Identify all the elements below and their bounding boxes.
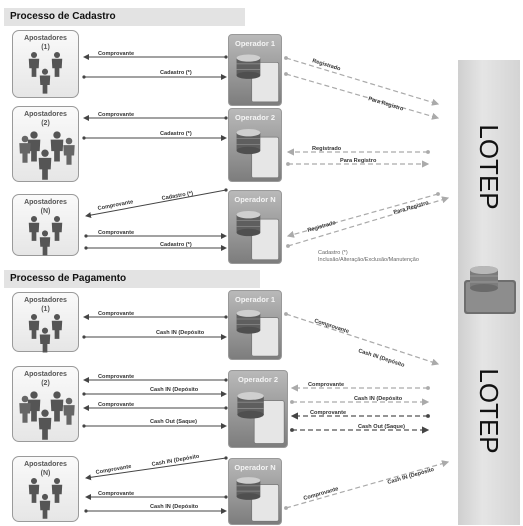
server-icon bbox=[236, 309, 280, 357]
server-icon bbox=[236, 128, 280, 179]
bettors-label: Apostadores(2) bbox=[24, 371, 67, 387]
operator-n: Operador N bbox=[228, 190, 282, 264]
arrow-para-registro bbox=[286, 196, 450, 248]
label-para-registro: Para Registro bbox=[367, 96, 404, 113]
operator-label: Operador 1 bbox=[234, 295, 275, 304]
operator-label: Operador N bbox=[234, 195, 276, 204]
operator-2: Operador 2 bbox=[228, 108, 282, 182]
label-comprovante: Comprovante bbox=[308, 382, 344, 388]
operator-label: Operador 2 bbox=[237, 375, 278, 384]
label-cash-in: Cash IN (Depósito bbox=[387, 467, 436, 486]
label-registrado: Registrado bbox=[307, 220, 337, 234]
bettors-label: Apostadores(1) bbox=[24, 35, 67, 51]
arrow-comprovante-lotep bbox=[284, 312, 440, 366]
label-comprovante: Comprovante bbox=[98, 402, 134, 408]
bettors-box-2-pagamento: Apostadores(2) bbox=[12, 366, 79, 442]
bettors-box-1: Apostadores(1) bbox=[12, 30, 79, 98]
people-icon bbox=[28, 313, 63, 353]
people-icon bbox=[19, 131, 75, 180]
server-icon bbox=[236, 477, 280, 522]
label-comprovante: Comprovante bbox=[98, 112, 134, 118]
people-icon bbox=[19, 391, 75, 440]
arrow-comprovante bbox=[85, 188, 228, 219]
label-cash-out: Cash Out (Saque) bbox=[358, 424, 405, 430]
database-icon bbox=[464, 266, 516, 314]
server-icon bbox=[236, 54, 280, 103]
bettors-box-1-pagamento: Apostadores(1) bbox=[12, 292, 79, 353]
arrow-comprovante-lotep bbox=[284, 460, 450, 510]
bettors-label: Apostadores(2) bbox=[24, 111, 67, 127]
arrow-para-registro bbox=[284, 72, 440, 120]
cadastro-note: Cadastro (*)Inclusão/Alteração/Exclusão/… bbox=[318, 250, 419, 263]
arrow-comprovante bbox=[85, 456, 228, 481]
bettors-box-n: Apostadores(N) bbox=[12, 194, 79, 256]
label-cash-out: Cash Out (Saque) bbox=[150, 419, 197, 425]
arrow-registrado bbox=[284, 56, 440, 106]
label-cash-in: Cash IN (Depósito bbox=[150, 387, 199, 393]
label-comprovante: Comprovante bbox=[313, 318, 349, 335]
label-para-registro: Para Registro bbox=[393, 200, 430, 216]
label-cash-in: Cash IN (Depósito bbox=[354, 396, 403, 402]
label-comprovante: Comprovante bbox=[98, 491, 134, 497]
bettors-box-n-pagamento: Apostadores(N) bbox=[12, 456, 79, 522]
operator-1-pagamento: Operador 1 bbox=[228, 290, 282, 360]
operator-label: Operador 2 bbox=[234, 113, 275, 122]
section-title-pagamento: Processo de Pagamento bbox=[4, 270, 260, 288]
label-comprovante: Comprovante bbox=[98, 311, 134, 317]
label-cadastro: Cadastro (*) bbox=[160, 70, 192, 76]
bettors-label: Apostadores(1) bbox=[24, 297, 67, 313]
people-icon bbox=[28, 51, 63, 94]
bettors-label: Apostadores(N) bbox=[24, 461, 67, 477]
operator-label: Operador 1 bbox=[234, 39, 275, 48]
operator-2-pagamento: Operador 2 bbox=[228, 370, 288, 448]
label-comprovante: Comprovante bbox=[98, 51, 134, 57]
operator-1: Operador 1 bbox=[228, 34, 282, 106]
label-cash-in: Cash IN (Depósito bbox=[357, 348, 405, 369]
operator-n-pagamento: Operador N bbox=[228, 458, 282, 525]
label-cash-in: Cash IN (Depósito bbox=[150, 504, 199, 510]
label-para-registro: Para Registro bbox=[340, 158, 377, 164]
server-icon bbox=[236, 210, 280, 261]
server-icon bbox=[237, 392, 285, 444]
label-comprovante: Comprovante bbox=[98, 374, 134, 380]
label-comprovante: Comprovante bbox=[310, 410, 346, 416]
label-cadastro: Cadastro (*) bbox=[161, 191, 193, 202]
people-icon bbox=[28, 215, 63, 256]
label-cadastro: Cadastro (*) bbox=[160, 242, 192, 248]
bettors-box-2: Apostadores(2) bbox=[12, 106, 79, 182]
label-cadastro: Cadastro (*) bbox=[160, 131, 192, 137]
label-comprovante: Comprovante bbox=[98, 230, 134, 236]
bettors-label: Apostadores(N) bbox=[24, 199, 67, 215]
label-cash-in: Cash IN (Depósito bbox=[151, 454, 200, 468]
label-cash-in: Cash IN (Depósito bbox=[156, 330, 205, 336]
people-icon bbox=[28, 477, 63, 519]
operator-label: Operador N bbox=[234, 463, 276, 472]
label-registrado: Registrado bbox=[312, 146, 342, 152]
section-title-cadastro: Processo de Cadastro bbox=[4, 8, 245, 26]
